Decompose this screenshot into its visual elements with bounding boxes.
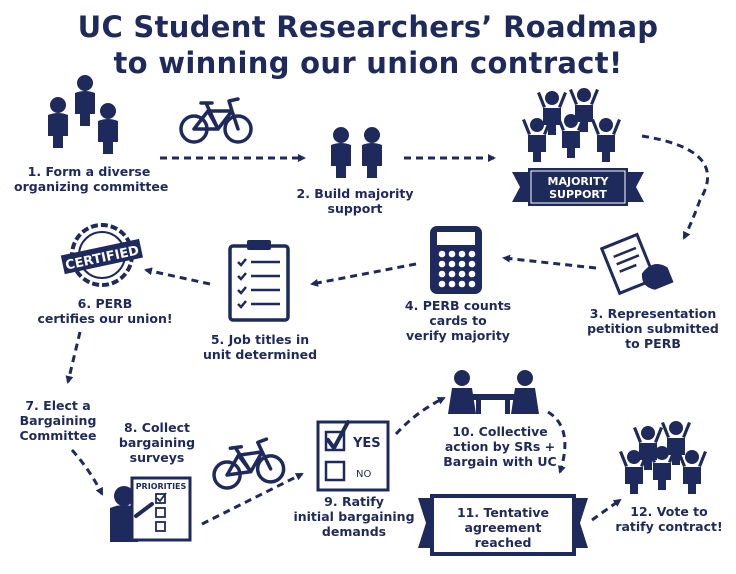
ballot-icon: YES NO: [316, 420, 390, 492]
arrow-10-11: [547, 410, 567, 474]
arrow-6-7: [65, 331, 82, 384]
meeting-table-icon: [448, 370, 539, 414]
bicycle-icon-2: [208, 435, 288, 492]
arrow-7-8: [70, 448, 104, 496]
tentative-banner-icon: [418, 494, 588, 556]
priorities-label: PRIORITIES: [136, 482, 187, 491]
title-line-2: to winning our union contract!: [113, 46, 623, 80]
ballot-no: NO: [356, 469, 371, 480]
crowd-icon: [522, 88, 621, 162]
ribbon-banner-icon: MAJORITY SUPPORT: [512, 168, 644, 206]
priorities-board-icon: PRIORITIES: [110, 476, 192, 542]
vote-crowd-icon: [619, 421, 707, 494]
bicycle-icon: [179, 97, 253, 144]
arrow-banner-3: [641, 134, 710, 240]
arrow-9-10: [394, 396, 446, 436]
pair-icon: [331, 127, 382, 178]
banner-line-2: SUPPORT: [549, 188, 607, 201]
arrow-3-4: [502, 254, 597, 270]
petition-hand-icon: [599, 232, 674, 296]
calculator-icon: [430, 226, 482, 294]
arrow-5-6: [144, 267, 211, 286]
banner-line-1: MAJORITY: [548, 175, 610, 188]
arrow-paths: [65, 134, 710, 526]
title-line-1: UC Student Researchers’ Roadmap: [77, 10, 659, 44]
group-icon: [48, 75, 118, 154]
arrow-4-5: [310, 262, 417, 287]
arrow-8-9: [201, 472, 304, 526]
arrow-11-12: [591, 498, 622, 522]
clipboard-checklist-icon: [228, 240, 290, 322]
ballot-yes: YES: [352, 436, 381, 451]
certified-stamp-icon: CERTIFIED: [60, 223, 143, 287]
